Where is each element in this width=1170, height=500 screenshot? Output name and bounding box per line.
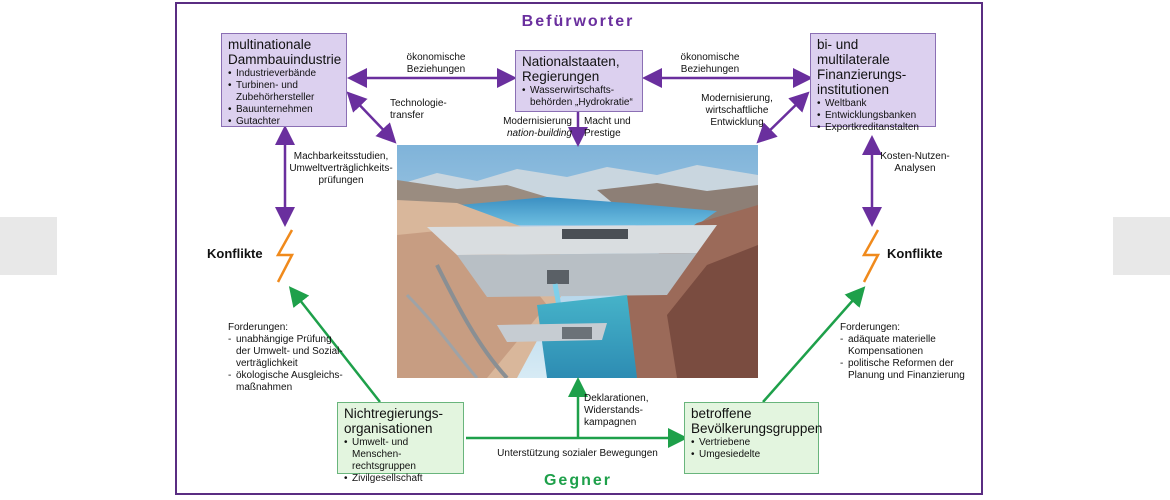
list-item: Gutachter [228,116,340,128]
box-nation-states: Nationalstaaten, Regierungen Wasserwirts… [515,50,643,112]
diagram-frame [175,2,983,495]
list-item: Umgesiedelte [691,449,812,461]
box-finance-institutions: bi- und multilaterale Finanzierungs-inst… [810,33,936,134]
dam-illustration [397,145,758,378]
conflict-left-bolt [275,229,295,283]
demands-right: Forderungen: adäquate materielle Kompens… [840,322,970,382]
label-power-prestige: Macht und Prestige [584,116,631,139]
list-item: Exportkreditanstalten [817,122,929,134]
left-edge-tab [0,217,57,275]
box-ngos: Nichtregierungs-organisationen Umwelt- u… [337,402,464,485]
box-dam-industry: multinationale Dammbauindustrie Industri… [221,33,347,128]
list-item: adäquate materielle Kompensationen [840,334,970,358]
list-item: Wasserwirtschafts-behörden „Hydrokratie“ [522,85,636,109]
box-title: betroffene Bevölkerungsgruppen [691,406,823,436]
label-econ-right: ökonomische Beziehungen [680,52,740,75]
list-item: Bauunternehmen [228,104,340,116]
heading-opponents: Gegner [543,472,612,489]
label-feasibility-studies: Machbarkeitsstudien, Umweltverträglichke… [289,151,393,186]
conflict-right-bolt [861,229,881,283]
label-modernization-right: Modernisierung, wirtschaftliche Entwickl… [701,93,773,128]
list-item: Vertriebene [691,437,812,449]
label-declarations: Deklarationen, Widerstands-kampagnen [584,393,649,428]
conflict-right-label: Konflikte [887,246,943,261]
heading-proponents: Befürworter [521,13,635,30]
box-title: bi- und multilaterale Finanzierungs-inst… [817,37,907,97]
list-item: politische Reformen der Planung und Fina… [840,358,970,382]
list-item: unabhängige Prüfung der Umwelt- und Sozi… [228,334,348,370]
demands-left: Forderungen: unabhängige Prüfung der Umw… [228,322,348,394]
demands-right-title: Forderungen: [840,322,901,333]
box-title: Nichtregierungs-organisationen [344,406,444,436]
label-modernization: Modernisierung nation-building [500,116,572,140]
list-item: Turbinen- und Zubehörhersteller [228,80,340,104]
box-title: multinationale Dammbauindustrie [228,37,342,67]
demands-left-title: Forderungen: [228,322,289,333]
list-item: Weltbank [817,98,929,110]
label-cost-benefit: Kosten-Nutzen-Analysen [880,151,950,174]
list-item: Zivilgesellschaft [344,473,457,485]
list-item: Umwelt- und Menschen-rechtsgruppen [344,437,457,473]
box-affected-populations: betroffene Bevölkerungsgruppen Vertriebe… [684,402,823,474]
label-econ-left: ökonomische Beziehungen [406,52,466,75]
list-item: ökologische Ausgleichs-maßnahmen [228,370,348,394]
box-title: Nationalstaaten, Regierungen [522,54,620,84]
label-tech-transfer: Technologie-transfer [390,98,447,121]
list-item: Entwicklungsbanken [817,110,929,122]
label-nation-building: nation-building [506,128,572,139]
right-edge-tab [1113,217,1170,275]
label-modernization-text: Modernisierung [503,116,572,127]
label-support-movements: Unterstützung sozialer Bewegungen [497,448,658,459]
conflict-left-label: Konflikte [207,246,263,261]
list-item: Industrieverbände [228,68,340,80]
